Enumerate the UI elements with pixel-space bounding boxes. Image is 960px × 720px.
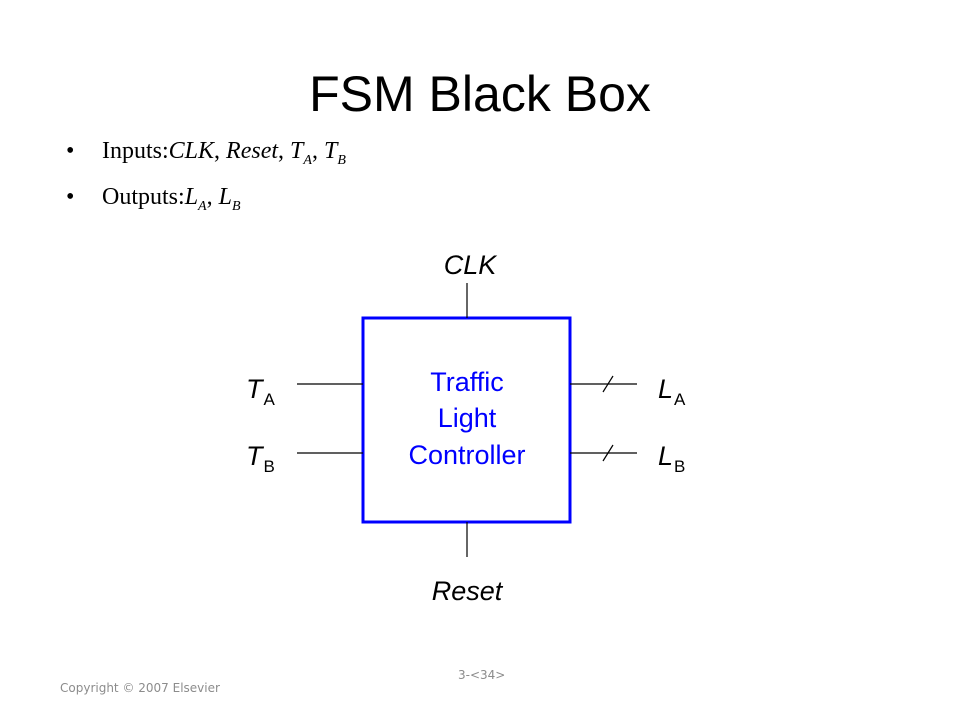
bullet-dot: • [66, 138, 75, 164]
copyright-footer: Copyright © 2007 Elsevier [60, 681, 220, 695]
bullet-inputs-label: Inputs: [102, 138, 169, 164]
bullet-outputs-label: Outputs: [102, 184, 185, 210]
slide-title: FSM Black Box [309, 66, 651, 122]
input-ta: TA [290, 138, 312, 168]
input-clk: CLK [168, 138, 215, 164]
output-la: LA [184, 184, 207, 214]
bullet-list: • Inputs: CLK, Reset, TA, TB • Outputs: … [66, 138, 346, 230]
input-tb: TB [323, 138, 346, 168]
output-lb: LB [218, 184, 241, 214]
bullet-outputs: • Outputs: LA, LB [66, 184, 241, 214]
output-lb-bus-slash [602, 444, 614, 462]
box-label-line-1: Traffic [430, 367, 504, 397]
input-tb-label: TB [246, 441, 275, 476]
bullet-dot: • [66, 184, 75, 210]
reset-label: Reset [432, 576, 504, 606]
output-la-label: LA [658, 374, 686, 409]
clock-label: CLK [444, 250, 498, 280]
input-ta-label: TA [246, 374, 276, 409]
box-label-line-3: Controller [408, 440, 525, 470]
output-lb-label: LB [658, 441, 685, 476]
page-number: 3-<34> [458, 668, 506, 682]
input-reset: Reset [226, 138, 279, 164]
box-label-line-2: Light [438, 403, 497, 433]
output-la-bus-slash [602, 375, 614, 393]
bullet-inputs: • Inputs: CLK, Reset, TA, TB [66, 138, 346, 168]
